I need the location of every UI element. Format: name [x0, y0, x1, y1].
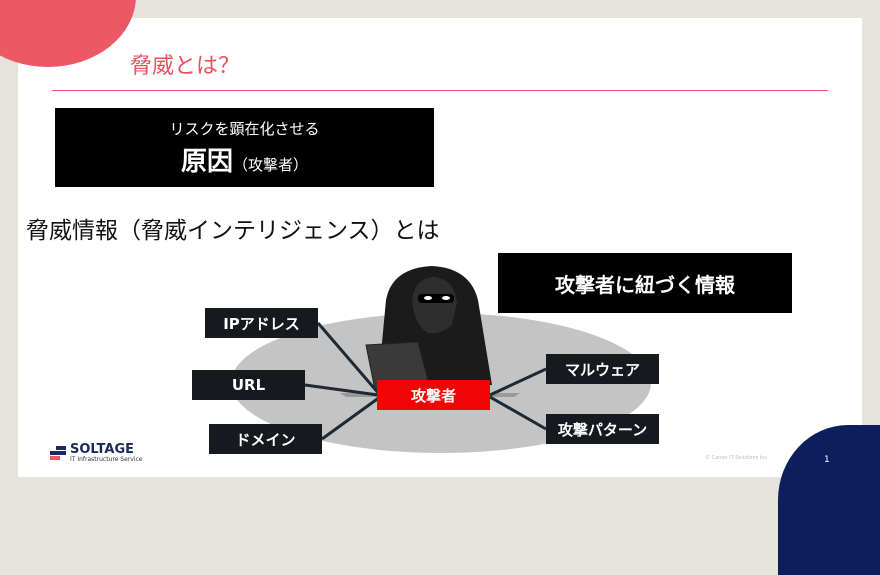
page-number: 1	[824, 455, 830, 465]
node-attacker: 攻撃者	[377, 380, 490, 410]
connector-lines	[304, 322, 547, 441]
node-domain: ドメイン	[209, 424, 322, 454]
definition-main: 原因（攻撃者）	[55, 141, 434, 178]
diagram-graphics	[231, 266, 651, 453]
logo-tagline: IT Infrastructure Service	[70, 456, 143, 463]
definition-box: リスクを顕在化させる 原因（攻撃者）	[55, 108, 434, 187]
node-malware: マルウェア	[546, 354, 659, 384]
node-url: URL	[192, 370, 305, 400]
section-heading: 脅威情報（脅威インテリジェンス）とは	[26, 218, 440, 244]
node-attack-pattern: 攻撃パターン	[546, 414, 659, 444]
logo-icon	[50, 446, 66, 460]
definition-main-text: 原因	[180, 147, 233, 177]
definition-line1: リスクを顕在化させる	[169, 120, 320, 138]
callout-box: 攻撃者に紐づく情報	[498, 253, 792, 313]
copyright: © Canon IT Solutions Inc.	[705, 455, 769, 461]
logo-name: SOLTAGE	[70, 442, 135, 457]
title-divider	[52, 90, 828, 91]
definition-sub: （攻撃者）	[233, 156, 309, 174]
node-ip-address: IPアドレス	[205, 308, 318, 338]
slide-title: 脅威とは？	[130, 54, 241, 79]
